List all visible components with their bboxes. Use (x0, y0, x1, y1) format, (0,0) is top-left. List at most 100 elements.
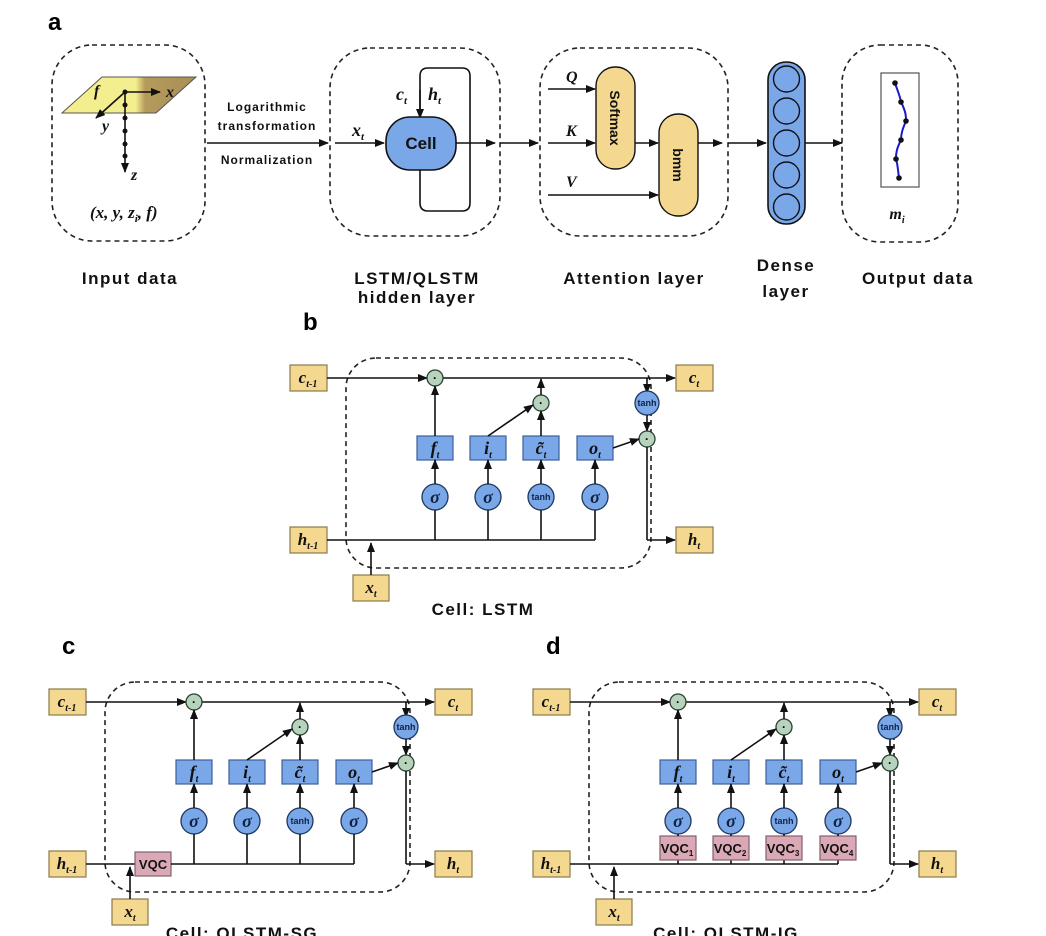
dense-caption-line1: Dense (757, 256, 816, 275)
h-out-box (918, 850, 957, 878)
input-gate-arrow (246, 728, 293, 761)
vqc-label-2: VQC2 (714, 841, 747, 858)
bmm-label: bmm (670, 148, 686, 181)
cell-caption: Cell: QLSTM-IG (653, 924, 799, 936)
h-out-box (434, 850, 473, 878)
x-in-label: xt (364, 578, 378, 600)
output-profile-frame (880, 72, 920, 188)
dense-neuron (772, 193, 801, 221)
panel-letter: c (62, 633, 75, 660)
preprocessing-step: Logarithmic transformation Normalization (207, 100, 329, 167)
gate-label-0: ft (190, 762, 200, 785)
k-label: K (565, 123, 578, 140)
gate-box-0 (175, 759, 213, 785)
output-mi-label: mi (889, 206, 904, 226)
cell-dashed-boundary (345, 357, 652, 569)
panel-letter: b (303, 309, 318, 336)
multiply-symbol: · (645, 432, 649, 446)
tanh-label: tanh (638, 398, 657, 408)
gate-label-3: ot (589, 438, 602, 461)
softmax-label: Softmax (607, 90, 623, 145)
x-in-box (111, 898, 149, 926)
input-gate-arrow (730, 728, 777, 761)
vqc-box-2 (712, 835, 750, 861)
output-gate-arrow (612, 438, 640, 449)
lstm-caption-line1: LSTM/QLSTM (354, 269, 479, 288)
dense-caption-line2: layer (762, 282, 809, 301)
panel-letter: d (546, 633, 561, 660)
dense-neuron (772, 65, 801, 93)
gate-label-2: c̃t (536, 438, 548, 461)
panel-d-qlstm-ig-cell: dct-1ht-1cthtxt··tanh·ftσitσc̃ttanhotσVQ… (532, 633, 957, 936)
gate-label-2: c̃t (779, 762, 791, 785)
c-prev-label: ct-1 (542, 692, 561, 714)
output-profile-points (892, 80, 909, 181)
activation-label-1: σ (242, 811, 253, 831)
preprocess-line3: Normalization (221, 153, 313, 167)
lstm-dashed-box (329, 47, 501, 237)
activation-label-1: σ (483, 487, 494, 507)
depth-points (122, 89, 128, 159)
axis-label-z: z (130, 167, 138, 184)
multiply-symbol: · (676, 695, 680, 709)
gate-box-3 (576, 435, 614, 461)
xt-label: xt (351, 120, 365, 143)
x-in-box (595, 898, 633, 926)
input-tuple: (x, y, zi, f) (90, 203, 158, 225)
output-gate-arrow (855, 762, 883, 773)
recurrent-loop (419, 67, 471, 212)
h-out-box (675, 526, 714, 554)
activation-label-2: tanh (775, 816, 794, 826)
attention-dashed-box (539, 47, 729, 237)
c-out-label: ct (448, 692, 460, 714)
h-prev-label: ht-1 (541, 854, 562, 876)
attention-caption: Attention layer (563, 269, 705, 288)
preprocess-line2: transformation (218, 119, 317, 133)
gate-label-0: ft (674, 762, 684, 785)
gate-label-0: ft (431, 438, 441, 461)
panel-c-qlstm-sg-cell: cct-1ht-1cthtxt··tanh·ftσitσc̃ttanhotσVQ… (48, 633, 473, 936)
output-data-caption: Output data (862, 269, 974, 288)
dense-neuron (772, 97, 801, 125)
c-out-box (675, 364, 714, 392)
gate-label-1: it (484, 438, 493, 461)
activation-label-2: tanh (532, 492, 551, 502)
gate-label-3: ot (348, 762, 361, 785)
activation-label-1: σ (726, 811, 737, 831)
multiply-symbol: · (298, 720, 302, 734)
h-out-label: ht (447, 854, 460, 876)
cell-dashed-boundary (104, 681, 411, 893)
x-in-label: xt (123, 902, 137, 924)
cell-caption: Cell: QLSTM-SG (166, 924, 318, 936)
ct-label: ct (396, 84, 408, 107)
gate-box-2 (765, 759, 803, 785)
multiply-symbol: · (539, 396, 543, 410)
x-in-box (352, 574, 390, 602)
activation-label-3: σ (833, 811, 844, 831)
c-prev-box (289, 364, 328, 392)
c-out-box (918, 688, 957, 716)
c-out-box (434, 688, 473, 716)
vqc-label-1: VQC1 (661, 841, 694, 858)
lstm-hidden-layer-block: Cell xt ct ht LSTM/QLSTM hidden layer (329, 47, 501, 307)
gate-label-2: c̃t (295, 762, 307, 785)
vqc-label-4: VQC4 (821, 841, 854, 858)
vqc-label-3: VQC3 (767, 841, 800, 858)
cell-label: Cell (405, 134, 436, 153)
vqc-box-3 (765, 835, 803, 861)
activation-label-2: tanh (291, 816, 310, 826)
axis-label-f: f (94, 83, 101, 100)
multiply-symbol: · (192, 695, 196, 709)
lstm-caption-line2: hidden layer (358, 288, 476, 307)
input-gate-arrow (487, 404, 534, 437)
c-out-label: ct (689, 368, 701, 390)
panel-letter-a: a (48, 9, 62, 36)
activation-label-3: σ (349, 811, 360, 831)
multiply-symbol: · (433, 371, 437, 385)
h-prev-label: ht-1 (298, 530, 319, 552)
c-out-label: ct (932, 692, 944, 714)
attention-layer-block: Q K V Softmax bmm Attention layer (539, 47, 729, 288)
gate-box-1 (228, 759, 266, 785)
softmax-block (595, 66, 636, 170)
